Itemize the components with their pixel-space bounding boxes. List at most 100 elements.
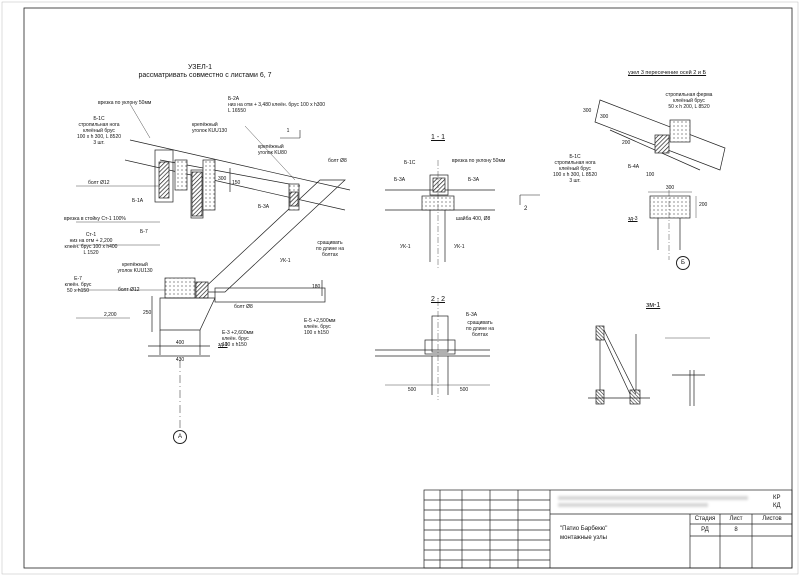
label-b1c: Б-1С стропильная нога клеёный брус 100 х… <box>64 116 134 146</box>
nodeB-drawing <box>594 99 726 260</box>
b2a-line: Б-2А <box>228 96 240 102</box>
stamp-code-bottom: КД <box>773 503 781 509</box>
nodeB-label-zd3: зд-3 <box>628 216 638 222</box>
s22-sraschivat-line: по длине на <box>466 326 494 332</box>
s22-label-sraschivat: сращивать по длине на болтах <box>458 320 502 338</box>
s22-sraschivat-line: болтах <box>472 332 488 338</box>
nodeB-dim-300c: 300 <box>665 185 675 191</box>
label-b2a: Б-2А низ на отм + 3,480 клеён. брус 100 … <box>228 96 325 114</box>
sraschivat-line: болтах <box>322 252 338 258</box>
node1-title: УЗЕЛ-1 <box>187 64 212 71</box>
label-sraschivat: сращивать по длине на болтах <box>308 240 352 258</box>
stamp-sheet-number: 8 <box>734 527 738 533</box>
node1-subtitle: рассматривать совместно с листами 6, 7 <box>138 72 272 79</box>
nodeB-dim-100: 100 <box>646 172 655 178</box>
e7-line: Е-7 <box>74 276 82 282</box>
e3-line: Е-3 +2,600мм <box>222 330 254 336</box>
blurred-address-line <box>558 503 708 507</box>
b2a-line: L 16550 <box>228 108 246 114</box>
stamp-sheet-title: монтажные узлы <box>560 535 607 541</box>
blurred-address-line <box>558 496 748 500</box>
nodeB-dim-300a: 300 <box>583 108 592 114</box>
krepezh2-line: уголок KU80 <box>258 150 287 156</box>
krepezh1-line: уголок KUU130 <box>192 128 228 134</box>
nodeB-b1c-line: 100 х h 300, L 8520 <box>552 172 598 178</box>
b1c-line: 3 шт. <box>93 140 105 146</box>
section11-arrow-2: 2 <box>524 206 528 212</box>
ferma-line: стропильная ферма <box>665 92 713 98</box>
dim-150: 150 <box>232 180 241 186</box>
stamp-project-name: "Патио Барбекю" <box>560 526 608 532</box>
st1-line: клеён. брус 100 х h400 <box>64 244 118 250</box>
s22-dim-right: 500 <box>459 387 469 393</box>
label-bolt12-bot: болт Ø12 <box>118 287 140 293</box>
nodeB-b1c-line: 3 шт. <box>569 178 581 184</box>
dim-300: 300 <box>218 176 227 182</box>
krepezh3-line: уголок KUU130 <box>117 268 153 274</box>
sheet-inner-frame <box>23 7 793 569</box>
label-bolt12-top: болт Ø12 <box>88 180 110 186</box>
s11-label-b3a-left: Б-3А <box>394 177 406 183</box>
label-e5: Е-5 +2,500мм клеён. брус 100 х h150 <box>304 318 335 336</box>
ferma-line: 50 х h 200, L 8520 <box>668 104 710 110</box>
nodeB-label-ferma: стропильная ферма клеёный брус 50 х h 20… <box>654 92 724 110</box>
s11-label-uk1-right: УК-1 <box>454 244 465 250</box>
s11-label-vrezka: врезка по уклону 50мм <box>452 158 506 164</box>
label-bolt8-bot: болт Ø8 <box>234 304 253 310</box>
nodeB-dim-200: 200 <box>622 140 631 146</box>
stamp-header-sheets: Листов <box>762 516 782 522</box>
zm1-drawing <box>588 325 710 406</box>
dim-430: 430 <box>175 357 185 363</box>
nodeB-dim-200b: 200 <box>699 202 708 208</box>
s22-sraschivat-line: сращивать <box>467 320 493 326</box>
e5-line: Е-5 +2,500мм <box>304 318 336 324</box>
section11-drawing <box>385 160 540 270</box>
zm1-title: зм-1 <box>646 302 661 309</box>
node1-drawing <box>76 103 351 428</box>
e3-line: клеён. брус <box>222 336 249 342</box>
nodeB-b1c-line: Б-1С <box>569 154 581 160</box>
s11-label-b1c: Б-1С <box>404 160 416 166</box>
section22-drawing <box>375 300 490 400</box>
s22-dim-left: 500 <box>407 387 417 393</box>
krepezh2-line: крепёжный <box>258 144 284 150</box>
st1-line: Ст-1 <box>85 232 97 238</box>
nodeB-b1c-line: стропильная нога <box>554 160 596 166</box>
dim-250: 250 <box>143 310 152 316</box>
label-b3a: Б-3А <box>258 204 270 210</box>
nodeB-b1c-line: клеёный брус <box>559 166 591 172</box>
stamp-header-stage: Стадия <box>694 516 716 522</box>
b1c-line: клеёный брус <box>83 128 115 134</box>
sraschivat-line: по длине на <box>316 246 344 252</box>
level-mark: 2,200 <box>104 312 117 318</box>
krepezh1-line: крепёжный <box>192 122 218 128</box>
s11-label-bolt: шайба 400, Ø8 <box>456 216 491 222</box>
column-st1-hatch <box>158 161 170 199</box>
dim-180: 180 <box>312 284 321 290</box>
axis-b-marker: Б <box>676 256 690 270</box>
b1c-line: 100 х h 300, L 8520 <box>76 134 122 140</box>
stamp-stage-value: РД <box>701 527 709 533</box>
e7-line: 50 х h150 <box>67 288 89 294</box>
label-bolt8-top: болт Ø8 <box>328 158 347 164</box>
st1-line: низ на отм + 2,200 <box>69 238 113 244</box>
nodeB-dim-300b: 300 <box>600 114 609 120</box>
ferma-line: клеёный брус <box>673 98 705 104</box>
e5-line: клеён. брус <box>304 324 331 330</box>
dim-400: 400 <box>175 340 185 346</box>
s11-label-uk1-left: УК-1 <box>400 244 411 250</box>
label-krepezh2: крепёжный уголок KU80 <box>258 144 287 156</box>
s11-label-b3a-right: Б-3А <box>468 177 480 183</box>
label-krepezh3: крепёжный уголок KUU130 <box>110 262 160 274</box>
b2a-line: низ на отм + 3,480 клеён. брус 100 х h30… <box>228 102 326 108</box>
e7-line: клеён. брус <box>64 282 92 288</box>
label-b1a: Б-1А <box>132 198 144 204</box>
sraschivat-line: сращивать <box>317 240 343 246</box>
krepezh3-line: крепёжный <box>122 262 148 268</box>
label-e7: Е-7 клеён. брус 50 х h150 <box>58 276 98 294</box>
s22-label-b3a: Б-3А <box>466 312 478 318</box>
label-vrezka-top: врезка по уклону 50мм <box>98 100 152 106</box>
label-zd1: зд-1 <box>218 342 228 348</box>
